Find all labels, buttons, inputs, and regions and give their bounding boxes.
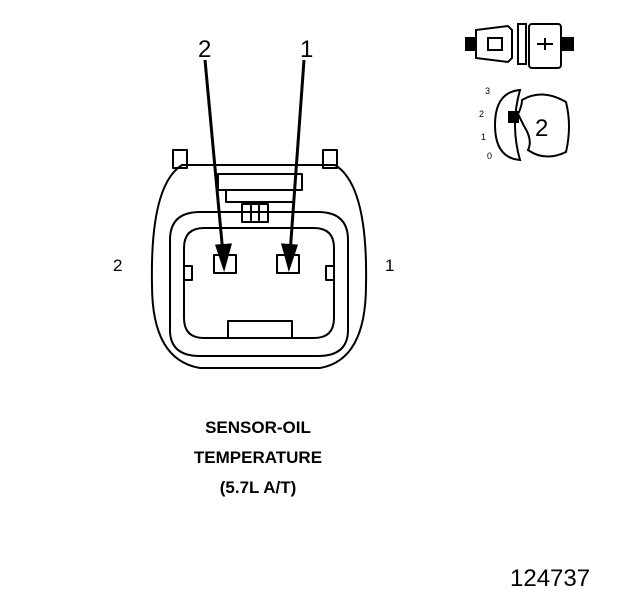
caption-line-1: SENSOR-OIL: [205, 418, 311, 437]
connector-housing-outer: [150, 164, 368, 369]
housing-ear-left: [172, 149, 188, 169]
leader-line-pin-1: [288, 59, 306, 255]
connector-side-view: [465, 23, 574, 69]
locking-tab-bottom: [225, 189, 295, 203]
key-scale-3: 3: [485, 86, 491, 96]
side-key-left: [183, 265, 193, 281]
key-number: 2: [535, 115, 549, 142]
arrowhead-pin-1: [280, 243, 299, 273]
callout-pin-1: 1: [300, 36, 314, 63]
connector-key-view: [493, 88, 570, 162]
locking-window: [241, 203, 269, 223]
callout-pin-2: 2: [198, 36, 212, 63]
caption-line-3: (5.7L A/T): [219, 478, 297, 497]
housing-ear-right: [322, 149, 338, 169]
key-scale-1: 1: [481, 132, 487, 142]
side-key-right: [325, 265, 335, 281]
caption-line-2: TEMPERATURE: [193, 448, 323, 467]
terminal-cavity: [183, 227, 335, 339]
bottom-key: [227, 320, 293, 338]
side-label-pin-1: 1: [385, 256, 395, 275]
locking-tab-top: [217, 173, 303, 191]
key-scale-2: 2: [479, 109, 485, 119]
leader-line-pin-2: [203, 59, 225, 255]
housing-inner-contour: [169, 211, 349, 357]
arrowhead-pin-2: [214, 243, 233, 273]
key-scale-0: 0: [487, 151, 493, 161]
side-label-pin-2: 2: [113, 256, 123, 275]
figure-number: 124737: [510, 565, 591, 592]
